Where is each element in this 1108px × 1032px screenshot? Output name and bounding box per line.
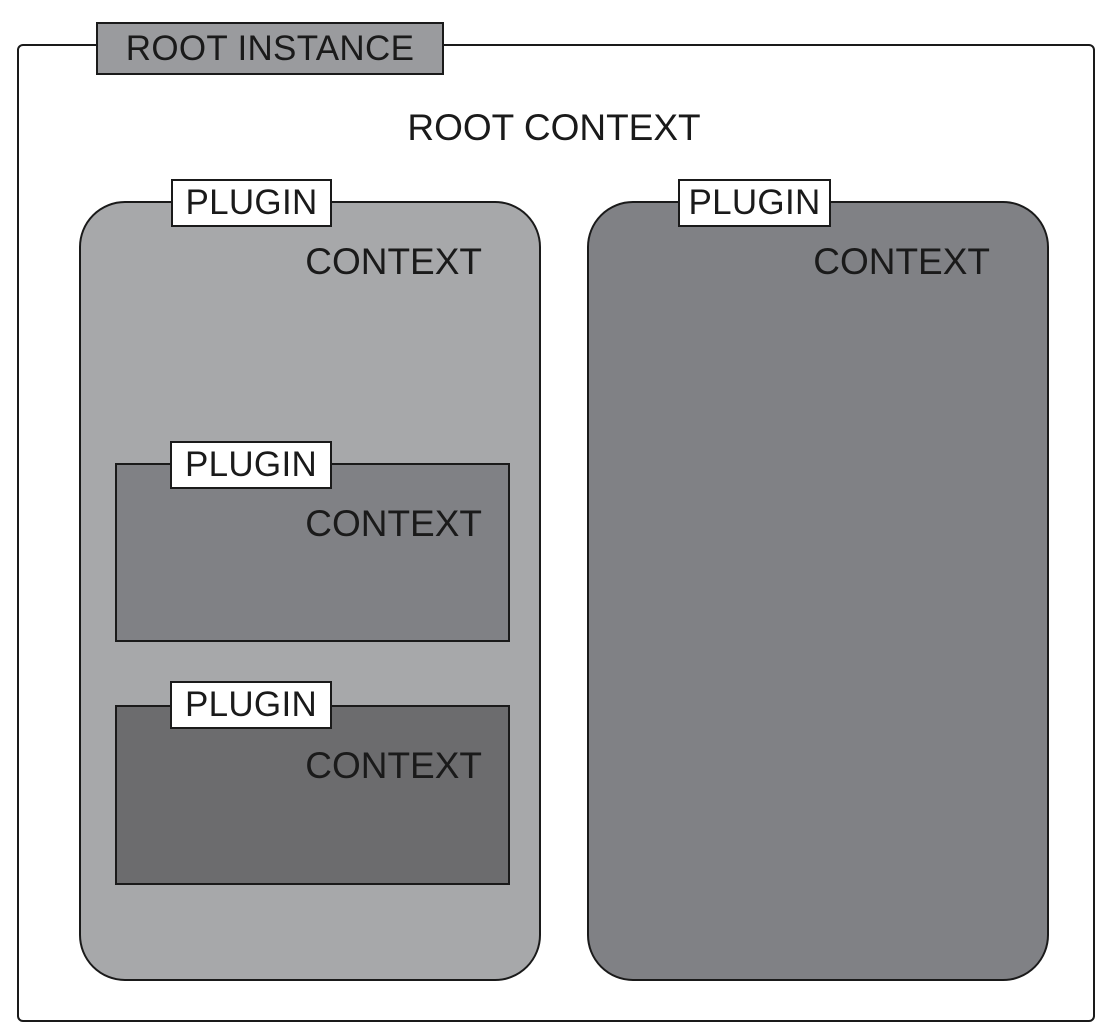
plugin-label-left: PLUGIN <box>171 179 332 227</box>
plugin-label-nested-top: PLUGIN <box>170 441 332 489</box>
root-context-label: ROOT CONTEXT <box>407 107 701 148</box>
plugin-label-right: PLUGIN <box>678 179 831 227</box>
context-label-left: CONTEXT <box>305 241 482 282</box>
plugin-context-right <box>587 201 1049 981</box>
nested-plugin-context-bottom <box>115 705 510 885</box>
context-label-right: CONTEXT <box>813 241 990 282</box>
plugin-label-nested-bottom: PLUGIN <box>170 681 332 729</box>
context-label-nested-top: CONTEXT <box>305 503 482 544</box>
nested-plugin-context-top <box>115 463 510 642</box>
context-label-nested-bottom: CONTEXT <box>305 745 482 786</box>
root-instance-label: ROOT INSTANCE <box>96 22 444 75</box>
